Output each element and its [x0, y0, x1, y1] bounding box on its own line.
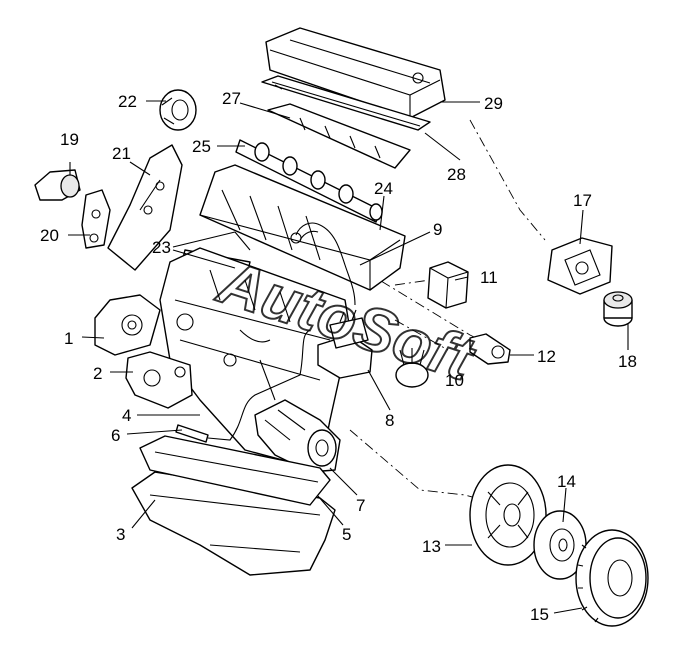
callout-13: 13 — [422, 537, 441, 556]
callout-5: 5 — [342, 525, 351, 544]
callout-27: 27 — [222, 89, 241, 108]
callout-1: 1 — [64, 329, 73, 348]
oil-pan-gasket — [139, 435, 331, 506]
rocker-gear — [267, 103, 411, 169]
crankshaft — [254, 399, 341, 473]
thermostat-housing — [469, 333, 511, 365]
callout-6: 6 — [111, 426, 120, 445]
dipstick-tube — [175, 329, 311, 443]
flywheel — [575, 529, 649, 627]
rocker-cover — [265, 27, 446, 119]
callout-12: 12 — [537, 347, 556, 366]
ignition-module — [427, 261, 469, 309]
callout-3: 3 — [116, 525, 125, 544]
pressure-plate — [469, 464, 547, 566]
callout-10: 10 — [445, 371, 464, 390]
distributor-cap — [395, 348, 429, 388]
callout-11: 11 — [480, 268, 498, 287]
callout-21: 21 — [112, 144, 131, 163]
gearbox-mount — [547, 237, 613, 295]
callout-22: 22 — [118, 92, 137, 111]
callout-18: 18 — [618, 352, 637, 371]
callout-9: 9 — [433, 220, 442, 239]
callout-15: 15 — [530, 605, 549, 624]
callout-7: 7 — [356, 496, 365, 515]
rubber-mount — [603, 291, 633, 327]
clutch-disc — [533, 510, 587, 580]
callout-17: 17 — [573, 191, 592, 210]
callout-23: 23 — [152, 238, 171, 257]
cover-gasket — [261, 75, 431, 131]
callout-19: 19 — [60, 130, 79, 149]
callout-20: 20 — [40, 226, 59, 245]
callout-28: 28 — [447, 165, 466, 184]
water-pump — [94, 294, 161, 356]
callout-8: 8 — [385, 411, 394, 430]
engine-mount-left — [34, 169, 81, 201]
distributor — [317, 309, 373, 379]
leader-lines — [68, 84, 629, 614]
oil-pump — [125, 351, 193, 409]
callout-29: 29 — [484, 94, 503, 113]
callout-2: 2 — [93, 364, 102, 383]
camshaft — [235, 139, 383, 223]
callout-25: 25 — [192, 137, 211, 156]
plug-leads — [290, 222, 356, 306]
mount-bracket — [81, 189, 111, 249]
callout-24: 24 — [374, 179, 393, 198]
timing-cover — [107, 144, 183, 271]
callouts: 1 2 3 4 5 6 7 8 9 10 11 12 13 14 15 17 1… — [40, 89, 637, 624]
callout-4: 4 — [122, 406, 131, 425]
cam-pulley — [159, 89, 197, 131]
callout-14: 14 — [557, 472, 576, 491]
